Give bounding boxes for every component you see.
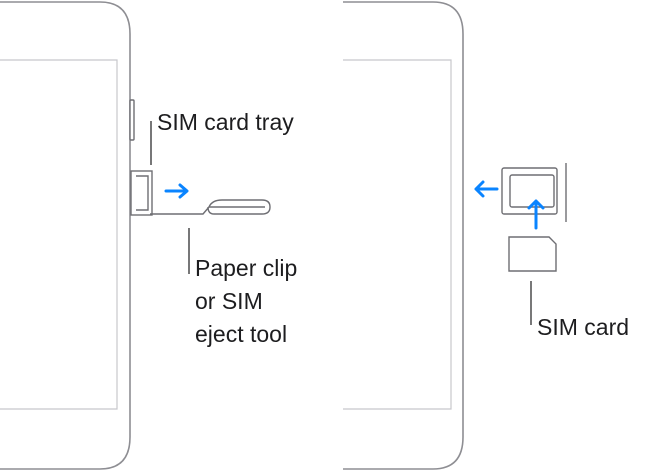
sim-card-shape bbox=[509, 237, 556, 271]
paper-clip-label-line1: Paper clip bbox=[195, 255, 297, 281]
arrow-left-icon bbox=[476, 182, 497, 196]
left-side-button bbox=[130, 100, 134, 140]
arrow-right-icon bbox=[166, 185, 187, 197]
right-phone-screen-edge bbox=[343, 60, 451, 409]
paper-clip-tool bbox=[150, 200, 270, 214]
left-phone bbox=[0, 2, 134, 469]
paper-clip-label-line3: eject tool bbox=[195, 321, 287, 347]
left-phone-body bbox=[0, 2, 130, 469]
left-sim-tray-body bbox=[131, 171, 152, 215]
left-phone-screen-edge bbox=[0, 60, 117, 409]
right-phone bbox=[343, 2, 463, 469]
right-sim-tray-slot bbox=[510, 175, 554, 207]
sim-card-label: SIM card bbox=[537, 314, 629, 340]
paper-clip-label-line2: or SIM bbox=[195, 288, 263, 314]
sim-card-tray-label: SIM card tray bbox=[157, 109, 294, 135]
left-sim-tray bbox=[131, 171, 152, 215]
right-sim-tray bbox=[502, 163, 566, 222]
right-phone-body bbox=[343, 2, 463, 469]
